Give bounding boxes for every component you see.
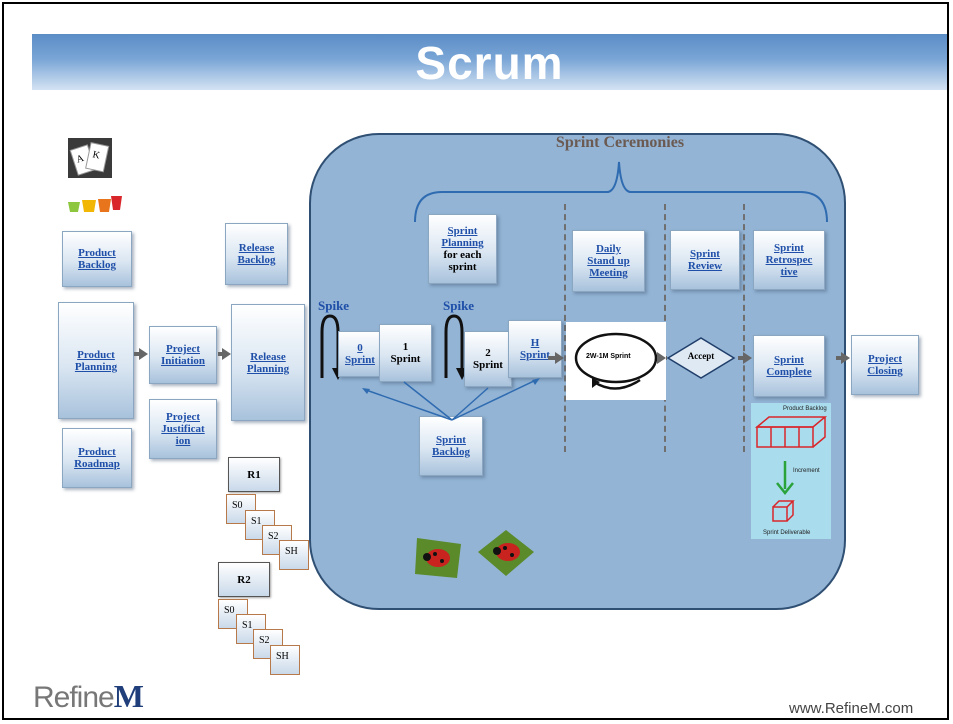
release-r2-sprint-sh[interactable]: SH [270,645,300,675]
refinem-logo: RefineM [33,678,144,714]
buckets-icon [66,194,124,214]
spike-label-2: Spike [443,298,475,313]
ladybug-image [413,536,463,580]
release-r2-box[interactable]: R2 [218,562,270,597]
sprint-backlog-box[interactable]: Sprint Backlog [419,416,483,476]
sprint-complete-box[interactable]: Sprint Complete [753,335,825,397]
arrow-connector [666,356,667,360]
arrow-connector [841,352,850,364]
sprint-planning-box[interactable]: Sprint Planning for each sprint [428,214,497,284]
project-initiation-box[interactable]: Project Initiation [149,326,217,384]
accept-label: Accept [687,351,715,361]
daily-standup-box[interactable]: Daily Stand up Meeting [572,230,645,292]
svg-text:A: A [75,153,86,166]
product-planning-box[interactable]: Product Planning [58,302,134,419]
title-banner: Scrum [32,34,947,90]
project-justification-box[interactable]: Project Justificat ion [149,399,217,459]
sprint-0-box[interactable]: 0 Sprint [338,331,382,377]
arrow-connector [836,356,842,360]
accept-diamond[interactable]: Accept [666,336,736,380]
arrow-connector [218,352,224,356]
increment-panel: Product Backlog Increment Sprint Deliver… [751,403,831,539]
increment-panel-bottom: Sprint Deliverable [763,530,811,536]
arrow-connector [738,356,744,360]
website-url: www.RefineM.com [789,700,914,717]
phase-separator [743,204,745,452]
phase-separator [564,204,566,452]
page-title: Scrum [415,37,564,89]
ceremonies-brace [412,158,830,224]
project-closing-box[interactable]: Project Closing [851,335,919,395]
release-r1-box[interactable]: R1 [228,457,280,492]
arrow-connector [555,352,564,364]
arrow-connector [222,348,231,360]
sprint-2-box[interactable]: 2 Sprint [464,331,512,387]
sprint-cycle-diagram: 2W-1M Sprint [566,322,666,400]
release-backlog-box[interactable]: Release Backlog [225,223,288,285]
sprint-h-box[interactable]: H Sprint [508,320,562,378]
sprint-cycle-label: 2W-1M Sprint [586,353,631,360]
product-roadmap-box[interactable]: Product Roadmap [62,428,132,488]
svg-text:K: K [91,149,101,161]
product-backlog-box[interactable]: Product Backlog [62,231,132,287]
spike-label-1: Spike [318,298,350,313]
planning-poker-cards-icon: A K [68,138,112,178]
sprint-1-box[interactable]: 1 Sprint [379,324,432,382]
arrow-connector [134,352,140,356]
sprint-ceremonies-title: Sprint Ceremonies [555,134,685,151]
arrow-connector [743,352,752,364]
release-r1-sprint-sh[interactable]: SH [279,540,309,570]
increment-panel-middle: Increment [793,468,820,474]
arrow-connector [139,348,148,360]
release-planning-box[interactable]: Release Planning [231,304,305,421]
ladybug-image [478,530,534,576]
backlog-connector-lines [360,376,550,424]
arrow-connector [548,356,556,360]
sprint-review-box[interactable]: Sprint Review [670,230,740,290]
arrow-connector [657,352,666,364]
sprint-retrospective-box[interactable]: Sprint Retrospec tive [753,230,825,290]
increment-panel-top: Product Backlog [783,406,827,412]
